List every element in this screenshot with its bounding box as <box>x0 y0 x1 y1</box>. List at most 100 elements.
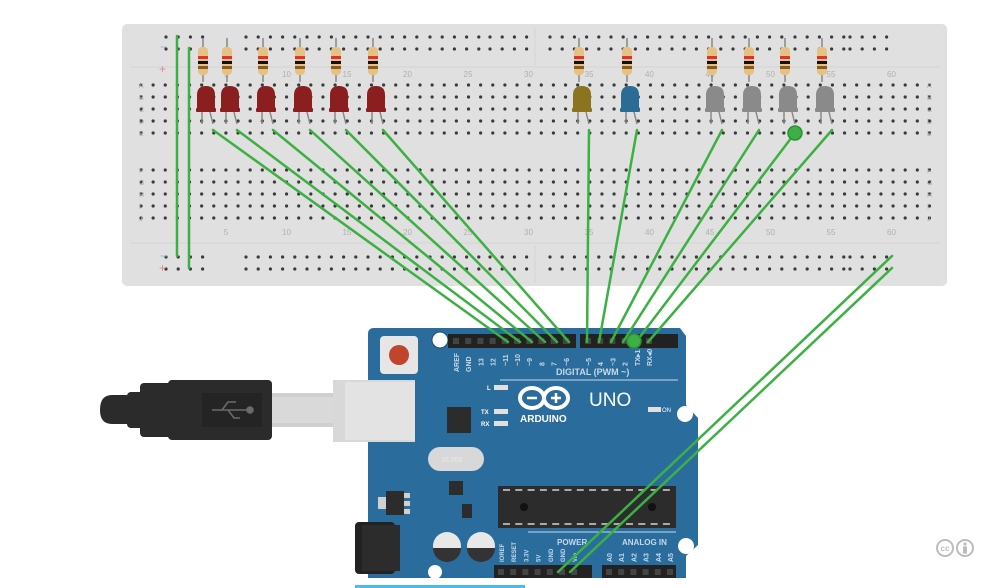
hole[interactable] <box>260 131 264 135</box>
rail-hole[interactable] <box>848 47 852 51</box>
hole[interactable] <box>503 168 507 172</box>
rail-hole[interactable] <box>646 35 650 39</box>
hole[interactable] <box>151 131 155 135</box>
hole[interactable] <box>151 216 155 220</box>
hole[interactable] <box>321 180 325 184</box>
rail-hole[interactable] <box>682 255 686 259</box>
rail-hole[interactable] <box>793 35 797 39</box>
hole[interactable] <box>272 216 277 220</box>
hole[interactable] <box>284 107 289 111</box>
rail-hole[interactable] <box>548 35 552 39</box>
rail-hole[interactable] <box>743 267 747 271</box>
digital-header-high[interactable] <box>448 334 576 348</box>
rail-hole[interactable] <box>378 35 382 39</box>
hole[interactable] <box>782 131 786 135</box>
hole[interactable] <box>648 131 653 135</box>
rail-hole[interactable] <box>860 267 864 271</box>
rail-hole[interactable] <box>512 35 517 39</box>
hole[interactable] <box>576 204 580 208</box>
hole[interactable] <box>236 83 240 87</box>
hole[interactable] <box>891 119 895 123</box>
hole[interactable] <box>479 168 483 172</box>
hole[interactable] <box>758 216 762 220</box>
hole[interactable] <box>612 204 616 208</box>
header-pin[interactable] <box>465 338 472 344</box>
hole[interactable] <box>721 216 725 220</box>
rail-hole[interactable] <box>440 35 444 39</box>
hole[interactable] <box>539 192 543 196</box>
hole[interactable] <box>539 168 543 172</box>
resistor[interactable] <box>780 38 790 82</box>
hole[interactable] <box>721 83 725 87</box>
hole[interactable] <box>163 168 167 172</box>
hole[interactable] <box>842 131 847 135</box>
hole[interactable] <box>612 192 616 196</box>
rail-hole[interactable] <box>585 35 589 39</box>
hole[interactable] <box>151 204 155 208</box>
hole[interactable] <box>576 131 580 135</box>
rail-hole[interactable] <box>830 267 834 271</box>
hole[interactable] <box>842 180 847 184</box>
hole[interactable] <box>248 192 252 196</box>
hole[interactable] <box>733 107 737 111</box>
hole[interactable] <box>527 192 531 196</box>
hole[interactable] <box>479 95 483 99</box>
hole[interactable] <box>236 192 240 196</box>
rail-hole[interactable] <box>621 267 625 271</box>
rail-hole[interactable] <box>428 47 432 51</box>
hole[interactable] <box>891 168 895 172</box>
rail-hole[interactable] <box>452 267 456 271</box>
hole[interactable] <box>927 216 932 220</box>
rail-hole[interactable] <box>848 255 852 259</box>
hole[interactable] <box>479 204 483 208</box>
hole[interactable] <box>454 119 458 123</box>
rail-hole[interactable] <box>201 267 205 271</box>
rail-hole[interactable] <box>848 267 852 271</box>
hole[interactable] <box>442 168 446 172</box>
wire[interactable] <box>308 128 547 344</box>
hole[interactable] <box>454 168 458 172</box>
hole[interactable] <box>466 95 471 99</box>
hole[interactable] <box>466 168 471 172</box>
hole[interactable] <box>576 216 580 220</box>
rail-hole[interactable] <box>256 35 260 39</box>
hole[interactable] <box>563 180 568 184</box>
hole[interactable] <box>563 107 568 111</box>
hole[interactable] <box>491 168 495 172</box>
hole[interactable] <box>600 95 604 99</box>
hole[interactable] <box>406 83 410 87</box>
hole[interactable] <box>648 180 653 184</box>
wire[interactable] <box>211 128 510 344</box>
hole[interactable] <box>357 180 361 184</box>
usb-cable[interactable] <box>100 380 340 440</box>
hole[interactable] <box>369 192 374 196</box>
rail-hole[interactable] <box>488 255 492 259</box>
hole[interactable] <box>321 83 325 87</box>
rail-hole[interactable] <box>633 255 638 259</box>
hole[interactable] <box>636 83 640 87</box>
hole[interactable] <box>527 131 531 135</box>
hole[interactable] <box>527 83 531 87</box>
led-red[interactable] <box>220 38 240 125</box>
hole[interactable] <box>867 119 871 123</box>
hole[interactable] <box>830 83 835 87</box>
hole[interactable] <box>927 119 932 123</box>
hole[interactable] <box>867 192 871 196</box>
header-pin[interactable] <box>534 569 541 575</box>
hole[interactable] <box>903 204 907 208</box>
hole[interactable] <box>600 107 604 111</box>
rail-hole[interactable] <box>415 47 419 51</box>
hole[interactable] <box>830 168 835 172</box>
hole[interactable] <box>709 168 713 172</box>
hole[interactable] <box>479 83 483 87</box>
hole[interactable] <box>139 204 143 208</box>
rail-hole[interactable] <box>780 255 784 259</box>
hole[interactable] <box>709 216 713 220</box>
led-blue[interactable] <box>620 38 640 125</box>
hole[interactable] <box>284 192 289 196</box>
hole[interactable] <box>770 95 774 99</box>
hole[interactable] <box>842 83 847 87</box>
hole[interactable] <box>284 95 289 99</box>
hole[interactable] <box>491 119 495 123</box>
hole[interactable] <box>927 95 932 99</box>
